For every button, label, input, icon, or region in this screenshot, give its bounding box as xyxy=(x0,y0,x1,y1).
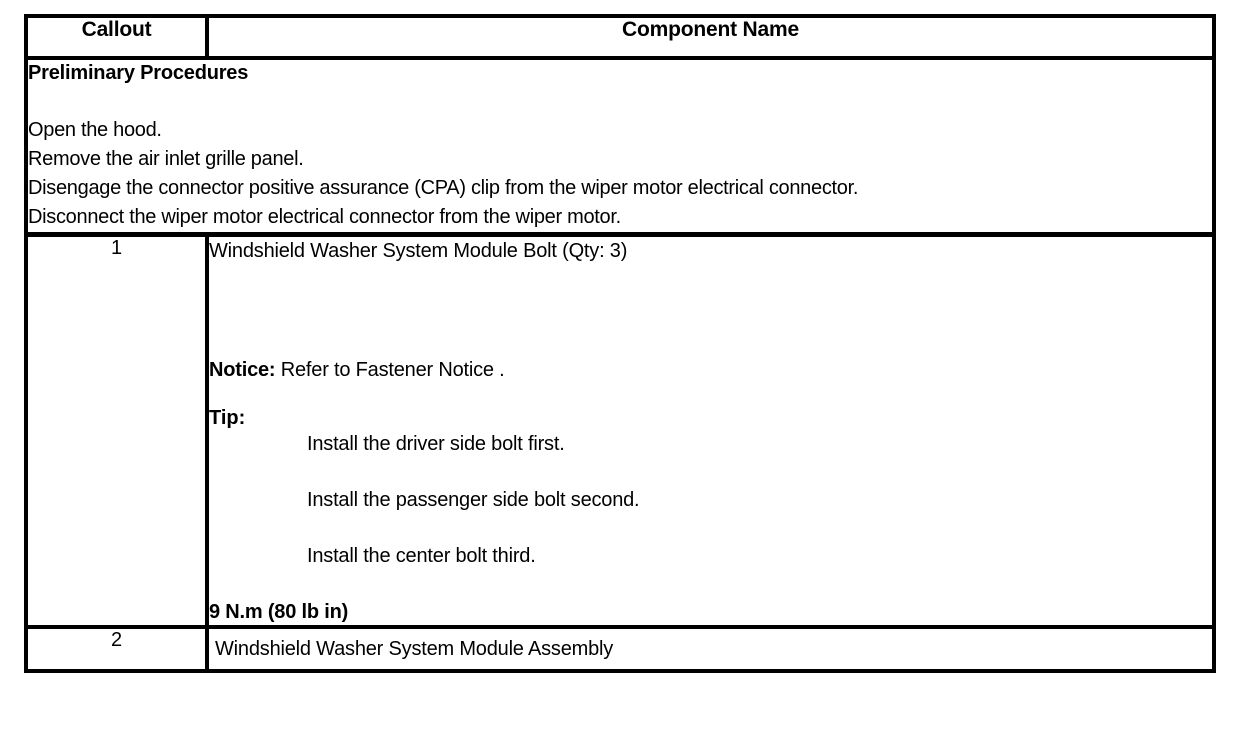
list-item: Disconnect the wiper motor electrical co… xyxy=(28,206,621,228)
component-name-text: Windshield Washer System Module Bolt (Qt… xyxy=(209,240,628,262)
column-header-callout: Callout xyxy=(26,16,209,60)
component-detail-cell: Windshield Washer System Module Bolt (Qt… xyxy=(207,234,1214,629)
preliminary-steps-list: Open the hood. Remove the air inlet gril… xyxy=(28,116,1212,232)
notice-label: Notice: xyxy=(209,359,276,381)
list-item: Install the center bolt third. xyxy=(307,545,536,567)
column-header-component-name: Component Name xyxy=(207,16,1214,60)
list-item: Install the driver side bolt first. xyxy=(307,433,565,455)
service-procedure-table: Callout Component Name Preliminary Proce… xyxy=(24,14,1216,673)
callout-number: 2 xyxy=(26,627,209,673)
spacer xyxy=(307,513,1212,543)
preliminary-procedures-row: Preliminary Procedures Open the hood. Re… xyxy=(26,58,1214,237)
list-item: Disengage the connector positive assuran… xyxy=(28,177,859,199)
list-item: Remove the air inlet grille panel. xyxy=(28,148,304,170)
torque-specification: 9 N.m (80 lb in) xyxy=(209,601,349,623)
preliminary-spacer xyxy=(28,92,1212,116)
table-row: 1 Windshield Washer System Module Bolt (… xyxy=(26,234,1214,629)
table-row: 2 Windshield Washer System Module Assemb… xyxy=(26,627,1214,673)
spacer xyxy=(209,569,1212,599)
component-detail-cell: Windshield Washer System Module Assembly xyxy=(207,627,1214,673)
table-header-row: Callout Component Name xyxy=(26,16,1214,60)
tip-items-list: Install the driver side bolt first. Inst… xyxy=(209,431,1212,569)
notice-text: Refer to Fastener Notice . xyxy=(280,359,505,381)
preliminary-procedures-title: Preliminary Procedures xyxy=(28,62,249,84)
list-item: Open the hood. xyxy=(28,119,162,141)
callout-number: 1 xyxy=(26,234,209,629)
preliminary-procedures-cell: Preliminary Procedures Open the hood. Re… xyxy=(26,58,1214,237)
list-item: Install the passenger side bolt second. xyxy=(307,489,640,511)
tip-label: Tip: xyxy=(209,407,246,429)
component-name-text: Windshield Washer System Module Assembly xyxy=(215,638,614,660)
notice-line: Notice: Refer to Fastener Notice . xyxy=(209,357,1212,383)
spacer xyxy=(307,457,1212,487)
spacer xyxy=(209,383,1212,405)
spacer xyxy=(209,265,1212,357)
